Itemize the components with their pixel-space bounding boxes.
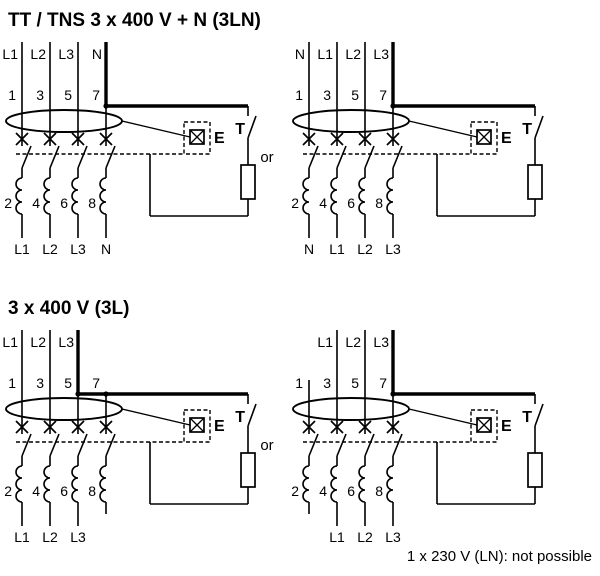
supply-wires (21, 330, 51, 394)
bottom-phase-label: L2 (357, 529, 373, 545)
bottom-phase-label: L1 (14, 241, 30, 257)
bottom-phase-label: L1 (329, 529, 345, 545)
bottom-phase-label: L3 (70, 529, 86, 545)
top-phase-label: L3 (58, 334, 74, 350)
load-wires (308, 214, 394, 238)
top-phase-label: L2 (345, 46, 361, 62)
footer-note: 1 x 230 V (LN): not possible (407, 548, 592, 565)
top-phase-label: L1 (2, 46, 18, 62)
diagram-3l-left: L1 L2 L3 L1 L2 L3 (2, 330, 258, 545)
top-phase-label: L3 (373, 334, 389, 350)
top-phase-label: L3 (58, 46, 74, 62)
load-wires (21, 214, 107, 238)
load-wires (21, 502, 107, 526)
bottom-phase-label: N (101, 241, 111, 257)
bottom-phase-label: L1 (14, 529, 30, 545)
top-phase-label: L1 (317, 46, 333, 62)
diagram-3ln-n-right: L1 L2 L3 N L1 L2 L3 N (2, 42, 258, 257)
diagram-3ln-n-left: N L1 L2 L3 N L1 L2 L3 (289, 42, 545, 257)
top-phase-label: L3 (373, 46, 389, 62)
top-phase-label: L1 (2, 334, 18, 350)
top-phase-label: N (92, 46, 102, 62)
section2-title: 3 x 400 V (3L) (8, 298, 129, 319)
bottom-phase-label: L1 (329, 241, 345, 257)
top-phase-label: L2 (345, 334, 361, 350)
bottom-phase-label: L2 (42, 241, 58, 257)
bottom-phase-label: N (304, 241, 314, 257)
top-phase-label: N (295, 46, 305, 62)
bottom-phase-label: L2 (42, 529, 58, 545)
diagram-3l-right: L1 L2 L3 L1 L2 L3 (289, 330, 545, 545)
junction-dot (75, 391, 81, 397)
top-phase-label: L2 (30, 46, 46, 62)
bottom-phase-label: L3 (385, 241, 401, 257)
bottom-phase-label: L3 (70, 241, 86, 257)
top-phase-label: L2 (30, 334, 46, 350)
top-phase-label: L1 (317, 334, 333, 350)
bottom-phase-label: L3 (385, 529, 401, 545)
supply-wires (21, 42, 79, 106)
supply-wires (308, 42, 366, 106)
or-label-2: or (260, 437, 273, 454)
section1-title: TT / TNS 3 x 400 V + N (3LN) (8, 10, 261, 31)
supply-wires (336, 330, 366, 394)
bottom-phase-label: L2 (357, 241, 373, 257)
load-wires (308, 502, 394, 526)
or-label-1: or (260, 149, 273, 166)
